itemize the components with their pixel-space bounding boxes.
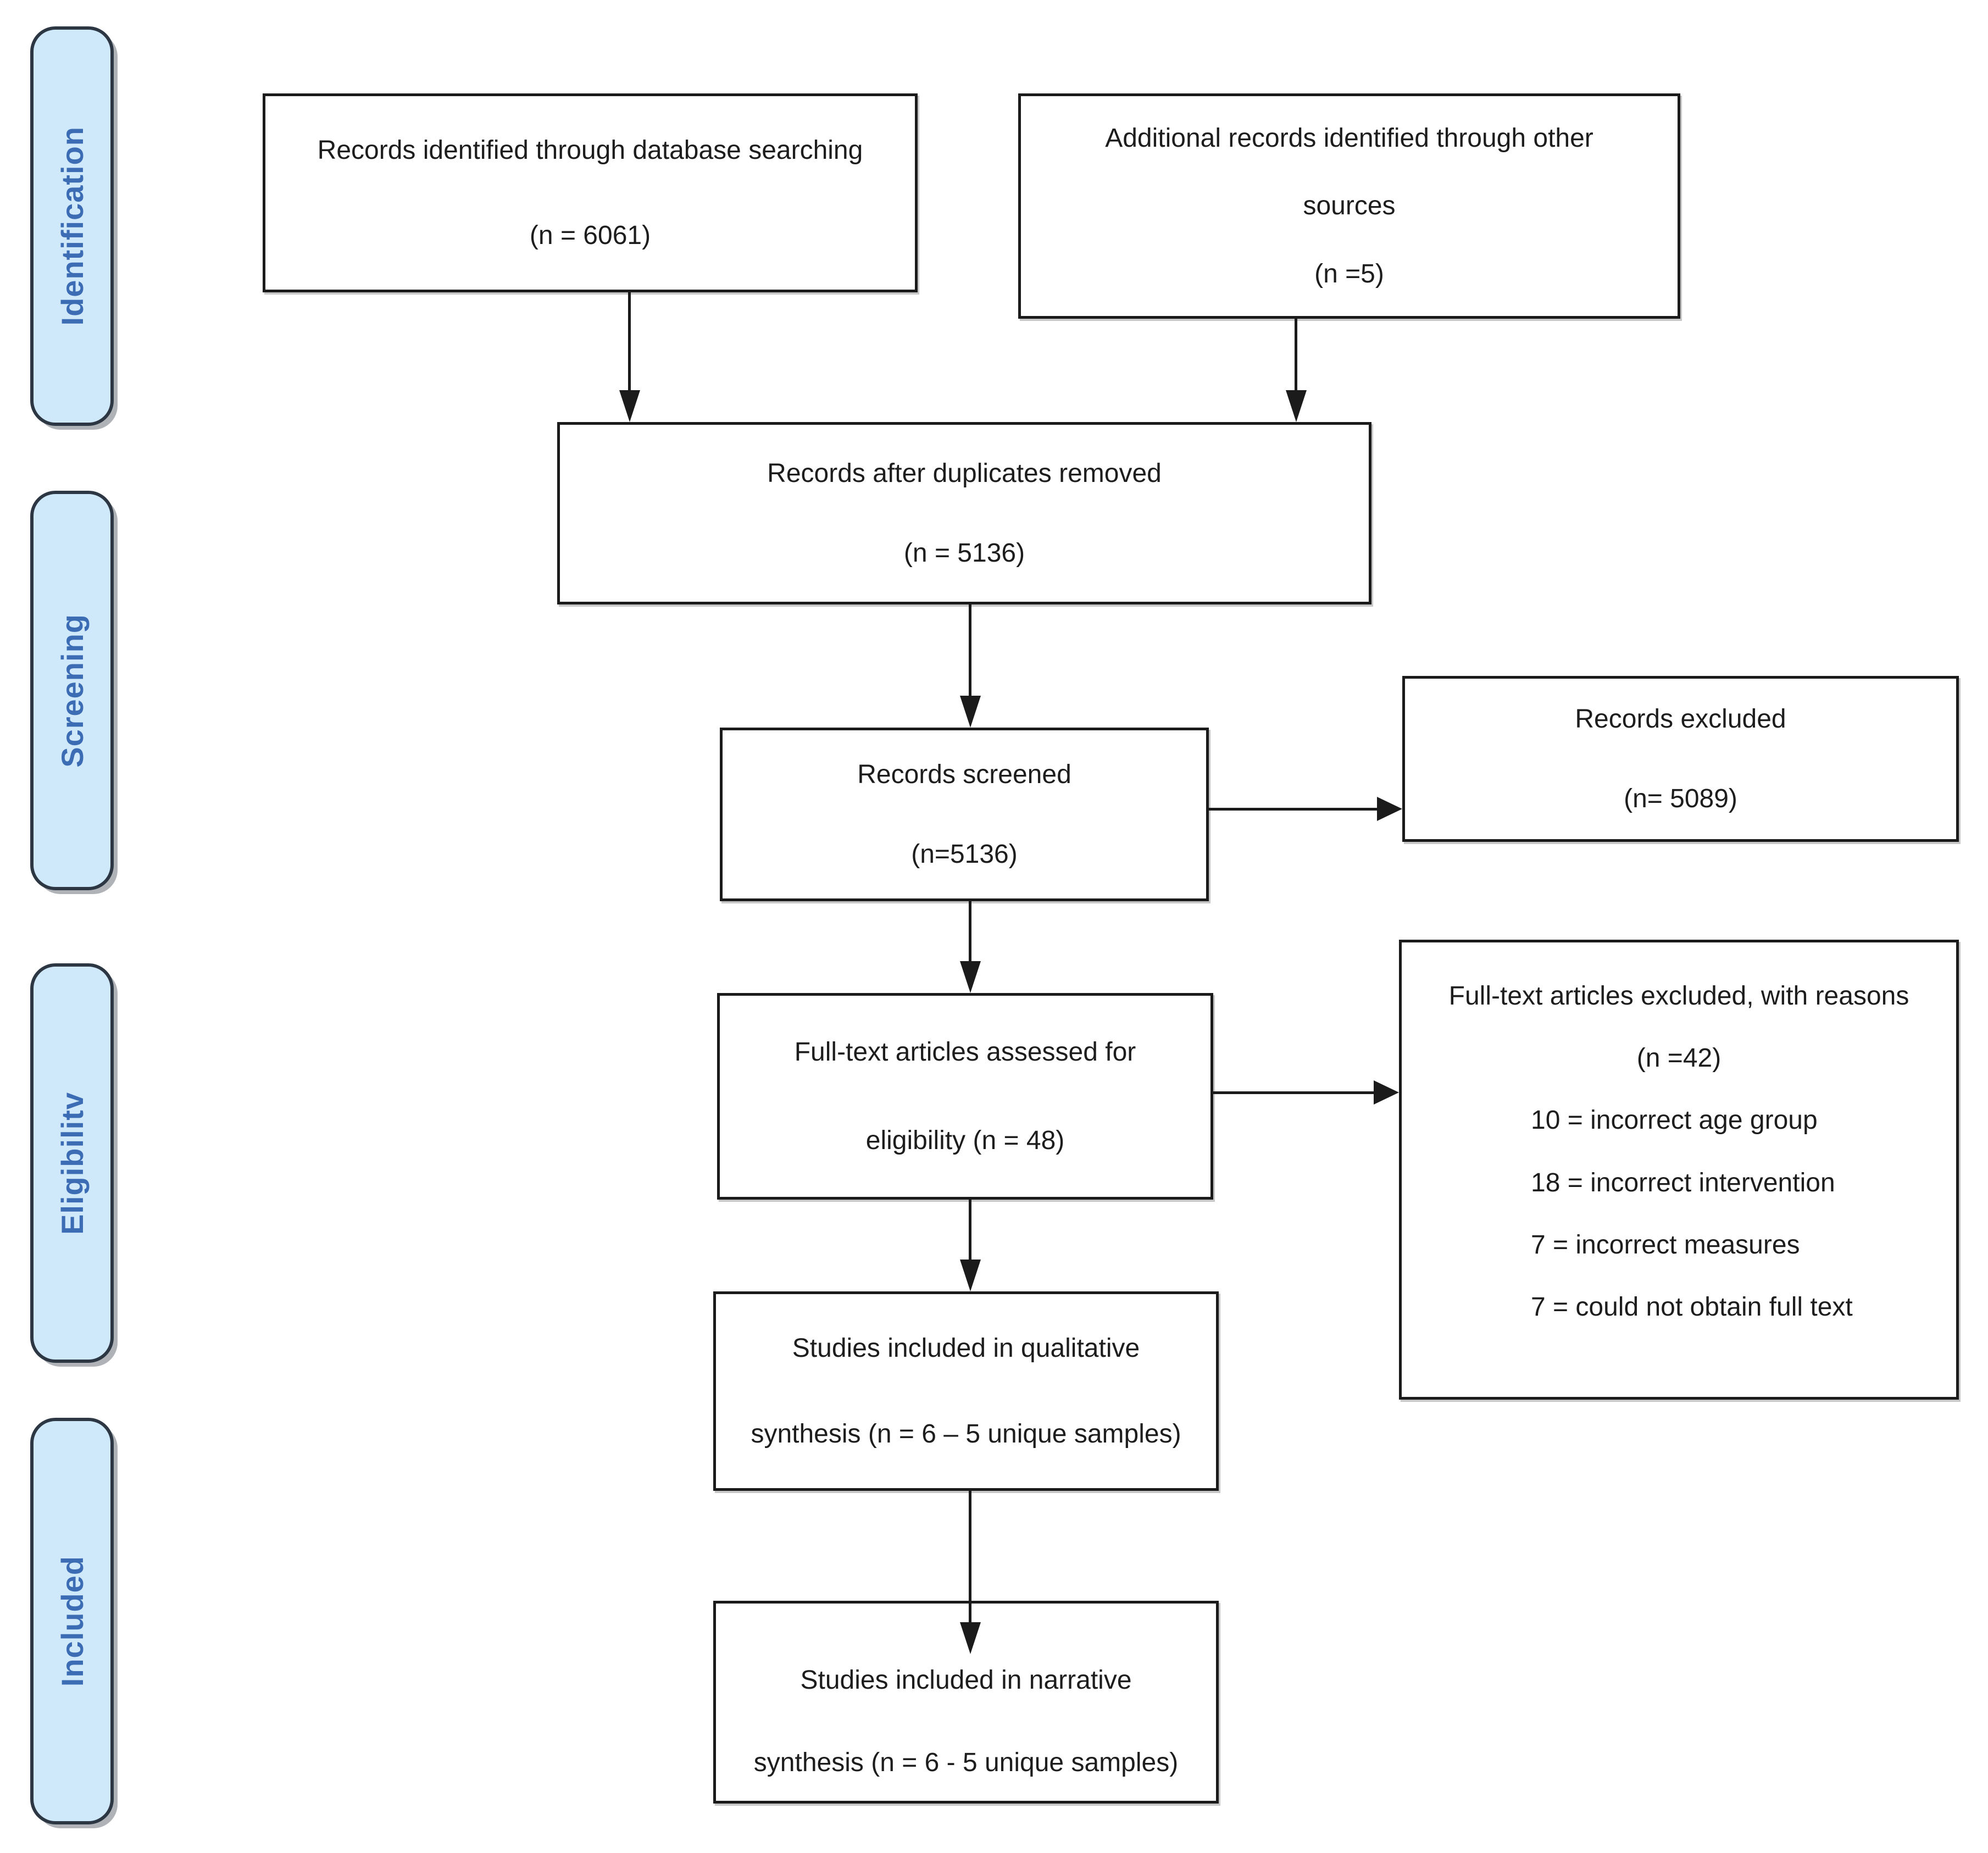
arrowhead-down-icon [960,1622,981,1654]
box-narrative-synthesis-count: synthesis (n = 6 - 5 unique samples) [753,1748,1179,1777]
exclusion-reason-age-group: 10 = incorrect age group [1531,1106,1818,1135]
arrow-line [969,604,971,700]
arrow-line [969,901,971,966]
box-qualitative-synthesis-text: Studies included in qualitative [792,1334,1140,1363]
arrowhead-down-icon [1286,390,1307,422]
box-fulltext-excluded: Full-text articles excluded, with reason… [1399,940,1959,1400]
stage-identification: Identification [30,26,114,426]
box-records-excluded-count: (n= 5089) [1624,784,1737,813]
box-records-excluded-text: Records excluded [1575,704,1786,734]
box-fulltext-excluded-title: Full-text articles excluded, with reason… [1448,981,1909,1011]
arrow-line [1295,319,1297,395]
box-additional-records-count: (n =5) [1314,259,1384,289]
arrow-line [1209,808,1378,811]
box-duplicates-removed-count: (n = 5136) [903,539,1025,568]
box-additional-records-text-2: sources [1303,191,1396,221]
arrowhead-down-icon [960,696,981,728]
box-duplicates-removed: Records after duplicates removed (n = 51… [557,422,1371,604]
arrowhead-down-icon [960,1260,981,1291]
box-qualitative-synthesis-count: synthesis (n = 6 – 5 unique samples) [751,1419,1181,1449]
arrowhead-down-icon [619,390,640,422]
box-records-identified: Records identified through database sear… [263,93,918,292]
stage-eligibility-label: Eligibilitv [54,1091,90,1235]
exclusion-reason-intervention: 18 = incorrect intervention [1531,1168,1835,1197]
box-fulltext-assessed-count: eligibility (n = 48) [865,1125,1065,1155]
arrow-line [628,292,631,395]
box-records-screened: Records screened (n=5136) [720,728,1209,901]
box-additional-records-text-1: Additional records identified through ot… [1105,124,1593,153]
exclusion-reason-measures: 7 = incorrect measures [1531,1230,1800,1260]
arrowhead-down-icon [960,961,981,993]
stage-screening-label: Screening [54,613,90,768]
box-records-identified-count: (n = 6061) [529,221,651,250]
arrow-line [1213,1091,1376,1094]
box-fulltext-assessed-text: Full-text articles assessed for [794,1038,1136,1067]
box-records-identified-text: Records identified through database sear… [317,135,863,165]
arrowhead-right-icon [1377,797,1402,821]
box-fulltext-assessed: Full-text articles assessed for eligibil… [717,993,1213,1200]
box-qualitative-synthesis: Studies included in qualitative synthesi… [713,1291,1219,1491]
arrow-line [969,1491,971,1625]
box-records-screened-count: (n=5136) [911,840,1018,869]
box-additional-records: Additional records identified through ot… [1018,93,1680,319]
arrow-line [969,1200,971,1264]
box-narrative-synthesis-text: Studies included in narrative [800,1665,1132,1695]
box-records-screened-text: Records screened [857,759,1071,789]
stage-screening: Screening [30,491,114,890]
box-records-excluded: Records excluded (n= 5089) [1402,676,1959,842]
stage-included-label: Included [54,1555,90,1687]
box-duplicates-removed-text: Records after duplicates removed [767,458,1162,488]
stage-identification-label: Identification [54,126,90,326]
exclusion-reason-full-text: 7 = could not obtain full text [1531,1292,1853,1322]
stage-included: Included [30,1418,114,1824]
arrowhead-right-icon [1374,1080,1399,1105]
stage-eligibility: Eligibilitv [30,963,114,1363]
box-fulltext-excluded-count: (n =42) [1636,1044,1722,1073]
